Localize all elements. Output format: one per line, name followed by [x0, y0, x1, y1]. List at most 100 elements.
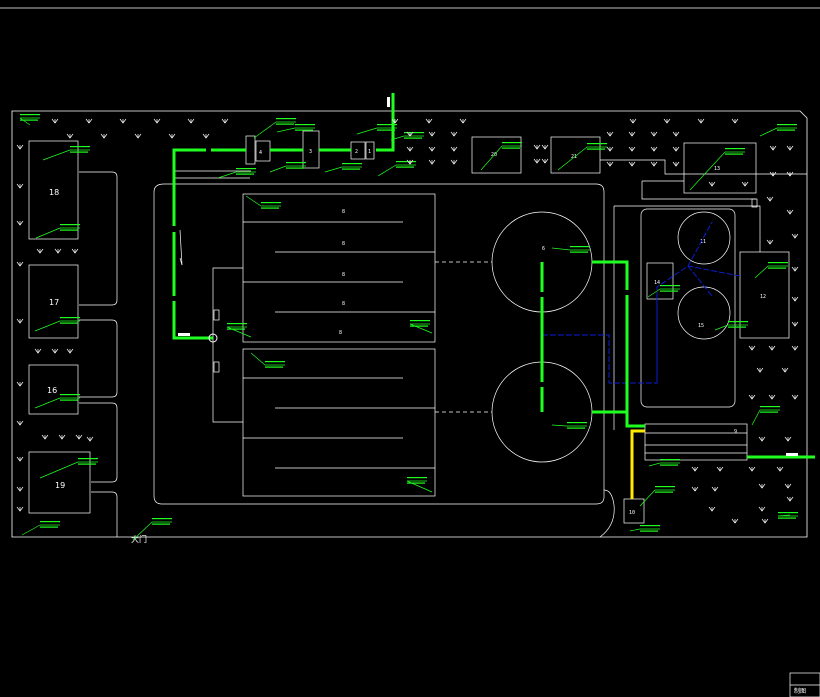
- shrub-icon: [786, 209, 794, 215]
- coordinate-tag-text-x: [265, 361, 285, 363]
- coordinate-tag-text-y: [286, 167, 304, 169]
- coordinate-leader-line: [754, 265, 769, 279]
- shrub-icon: [748, 394, 756, 400]
- coordinate-tag-text-y: [70, 151, 88, 153]
- building-14: [646, 262, 674, 300]
- coordinate-leader-line: [253, 121, 277, 139]
- shrub-icon: [406, 146, 414, 152]
- coordinate-tag-text-x: [410, 320, 430, 322]
- shrub-icon: [16, 486, 24, 492]
- shrub-icon: [606, 161, 614, 167]
- shrub-icon: [791, 233, 799, 239]
- shrub-icon: [791, 296, 799, 302]
- coordinate-tag-text-x: [728, 321, 748, 323]
- coordinate-tag-text-x: [660, 285, 680, 287]
- coordinate-leader-line: [480, 145, 503, 171]
- shrub-icon: [541, 144, 549, 150]
- tank-block-lower: [242, 348, 436, 497]
- shrub-icon: [758, 483, 766, 489]
- coordinate-tag-text-y: [276, 123, 294, 125]
- coordinate-leader-line: [557, 146, 588, 171]
- coordinate-tag-text-y: [777, 129, 795, 131]
- coordinate-leader-line: [132, 521, 153, 541]
- shrub-icon: [16, 220, 24, 226]
- inner-road: [153, 183, 605, 505]
- shrub-icon: [606, 146, 614, 152]
- structure-number-15: 15: [698, 323, 704, 329]
- shrub-icon: [731, 518, 739, 524]
- coordinate-tag-text-x: [760, 406, 780, 408]
- coordinate-tag-text-y: [295, 129, 313, 131]
- flow-arrows: [179, 229, 183, 266]
- shrub-icon: [769, 171, 777, 177]
- shrub-icon: [768, 345, 776, 351]
- shrub-icon: [776, 466, 784, 472]
- shrub-icon: [628, 146, 636, 152]
- shrub-icon: [71, 248, 79, 254]
- shrub-icon: [769, 145, 777, 151]
- structure-number-11: 11: [700, 239, 706, 245]
- coordinate-leader-line: [689, 151, 726, 191]
- shrub-icon: [691, 466, 699, 472]
- tank-block-upper: [242, 193, 436, 343]
- shrub-icon: [406, 131, 414, 137]
- coordinate-tag-text-x: [261, 202, 281, 204]
- shrub-icon: [672, 146, 680, 152]
- shrub-icon: [119, 118, 127, 124]
- shrub-icon: [784, 436, 792, 442]
- structure-number-18: 18: [49, 188, 59, 197]
- coordinate-tag-text-y: [760, 411, 778, 413]
- shrub-icon: [16, 420, 24, 426]
- coordinate-tag-text-y: [396, 166, 414, 168]
- structure-number-17: 17: [49, 298, 59, 307]
- shrub-icon: [153, 118, 161, 124]
- shrub-icon: [450, 131, 458, 137]
- shrub-layer: [16, 118, 799, 524]
- coordinate-tag-text-x: [407, 477, 427, 479]
- shrub-icon: [761, 518, 769, 524]
- structure-number-19: 19: [55, 481, 65, 490]
- shrub-icon: [768, 394, 776, 400]
- shrub-icon: [758, 436, 766, 442]
- coordinate-tag-text-x: [227, 323, 247, 325]
- coordinate-tag-text-x: [236, 168, 256, 170]
- main-pipeline-breaks: [172, 148, 629, 387]
- shrub-icon: [748, 345, 756, 351]
- coordinate-tag-text-y: [227, 328, 245, 330]
- building-20: [471, 136, 522, 174]
- structure-number-2: 2: [355, 149, 358, 155]
- structure-number-10: 10: [629, 510, 635, 516]
- coordinate-tag-text-y: [404, 137, 422, 139]
- shrub-icon: [36, 248, 44, 254]
- title-block: [789, 672, 820, 697]
- main-gate-label: 大门: [131, 534, 147, 544]
- coordinate-leader-line: [324, 166, 343, 173]
- shrub-icon: [748, 466, 756, 472]
- shrub-icon: [221, 118, 229, 124]
- coordinate-tag-text-x: [60, 224, 80, 226]
- small-outlet-symbol: [178, 333, 190, 336]
- shrub-icon: [716, 466, 724, 472]
- coordinate-tag-text-x: [60, 317, 80, 319]
- coordinate-tag-text-x: [78, 458, 98, 460]
- coordinate-tag-text-y: [655, 491, 673, 493]
- structure-number-16: 16: [47, 386, 57, 395]
- structure-number-13: 13: [714, 166, 720, 172]
- shrub-icon: [34, 348, 42, 354]
- coordinate-tag-text-x: [587, 143, 607, 145]
- shrub-icon: [428, 159, 436, 165]
- special-pipeline: [630, 429, 645, 499]
- building-17: [28, 264, 79, 339]
- shrub-icon: [650, 131, 658, 137]
- coordinate-leader-line: [19, 117, 31, 126]
- shrub-icon: [628, 131, 636, 137]
- coordinate-tag-text-y: [587, 148, 605, 150]
- shrub-icon: [672, 161, 680, 167]
- coordinate-leader-line: [551, 424, 568, 427]
- coordinate-tag-text-y: [60, 322, 78, 324]
- tank-label-c: 8: [342, 272, 345, 278]
- coordinate-tag-text-y: [728, 326, 746, 328]
- shrub-icon: [606, 131, 614, 137]
- structure-number-14: 14: [654, 280, 660, 286]
